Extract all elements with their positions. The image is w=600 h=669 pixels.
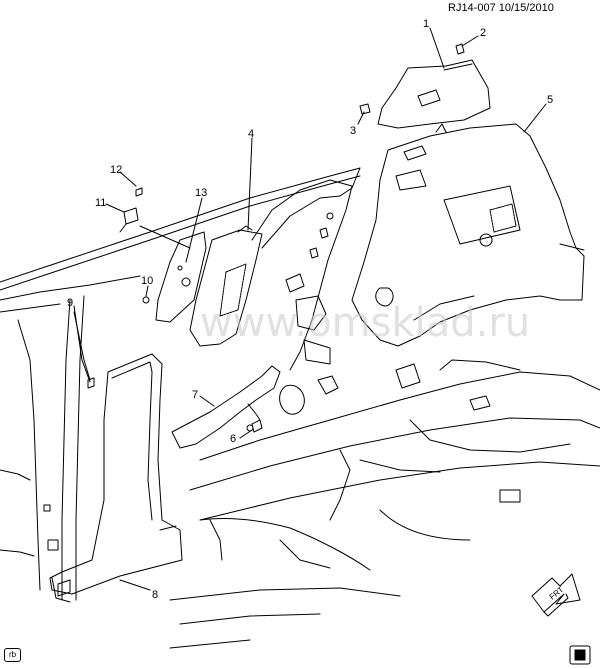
roof-structure [0, 167, 361, 313]
callout-8: 8 [152, 589, 158, 601]
corner-tag: rb [4, 648, 21, 662]
front-arrow-icon: FRT [531, 573, 581, 617]
callout-6: 6 [230, 433, 236, 445]
callout-3: 3 [350, 125, 356, 137]
reference-date: 10/15/2010 [498, 2, 554, 14]
drawing-reference: RJ14-007 10/15/2010 [448, 2, 554, 14]
callout-7: 7 [192, 389, 198, 401]
part-6-fastener [251, 419, 263, 433]
callout-9: 9 [67, 297, 73, 309]
callout-1: 1 [423, 18, 429, 30]
callout-2: 2 [480, 27, 486, 39]
gm-symbol-icon [569, 645, 591, 665]
reference-code: RJ14-007 [448, 2, 496, 14]
center-body-structure [251, 179, 353, 415]
part-8-lower-trim [49, 353, 183, 603]
callout-11: 11 [95, 197, 106, 209]
part-5-quarter-panel [351, 123, 585, 347]
callout-10: 10 [141, 275, 153, 287]
callout-13: 13 [195, 187, 207, 199]
part-10-fastener [142, 296, 150, 304]
leader-lines [73, 27, 547, 591]
part-7-sill-trim [171, 365, 281, 449]
part-2-clip [455, 43, 465, 55]
callout-5: 5 [547, 94, 553, 106]
body-side-left [0, 295, 85, 601]
callout-12: 12 [110, 164, 122, 176]
rear-floor-structure [169, 359, 600, 649]
watermark-text: www.omsklad.ru [200, 300, 530, 346]
part-1-upper-quarter-trim [377, 59, 491, 129]
part-13-trim-panel [155, 231, 207, 323]
callout-labels: 1 2 3 4 5 6 7 8 9 10 11 12 13 [67, 18, 553, 601]
part-11-bracket [119, 187, 191, 249]
callout-4: 4 [248, 128, 254, 140]
part-4-pillar-trim [189, 225, 263, 347]
part-3-clip [359, 103, 371, 115]
